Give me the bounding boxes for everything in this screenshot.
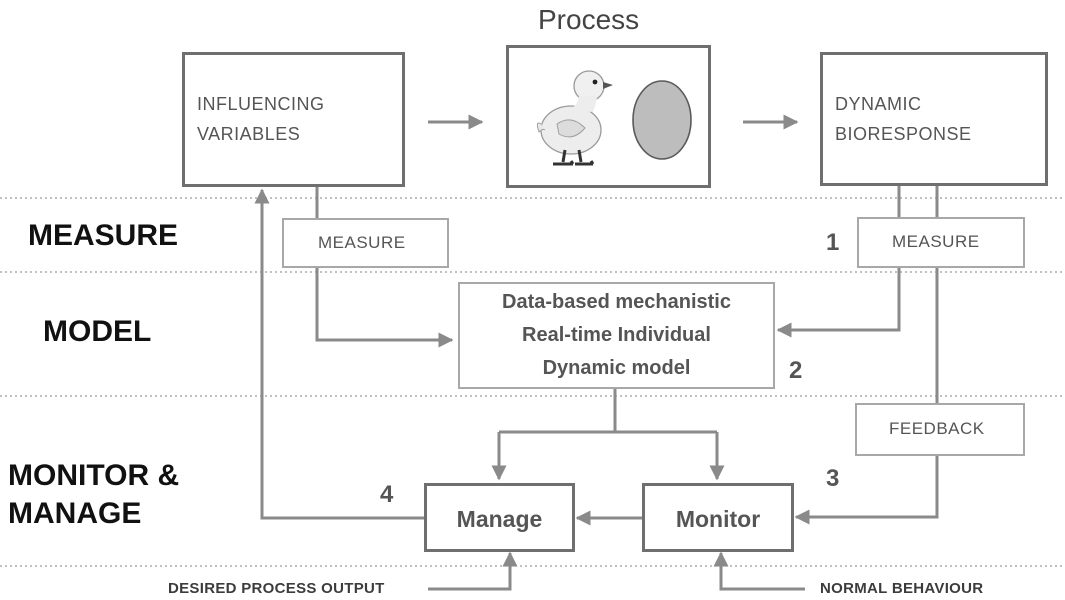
section-label-measure: MEASURE [28, 219, 179, 252]
monitor-label: Monitor [675, 506, 761, 532]
dynamic-bioresponse-box: DYNAMIC BIORESPONSE [820, 52, 1048, 186]
measure-left-label: MEASURE [318, 233, 406, 252]
chick-icon [536, 70, 613, 166]
arrow-feedback-to-monitor [794, 456, 939, 525]
model-label-line1: Data-based mechanistic [502, 291, 731, 313]
normal-behaviour-label: NORMAL BEHAVIOUR [820, 580, 984, 597]
section-label-manage-line: MANAGE [8, 497, 142, 530]
step-number-2: 2 [789, 357, 803, 384]
section-label-monitor-line: MONITOR & [8, 459, 180, 492]
process-box [506, 45, 711, 188]
measure-right-label: MEASURE [892, 232, 980, 251]
step-number-1: 1 [826, 229, 840, 256]
arrow-measure-to-model [776, 268, 901, 338]
feedback-label: FEEDBACK [889, 419, 985, 438]
step-number-4: 4 [380, 481, 394, 508]
arrow-normal-to-monitor [713, 551, 805, 591]
diagram-title: Process [538, 4, 640, 35]
dynamic-label-line2: BIORESPONSE [835, 124, 972, 144]
step-number-3: 3 [826, 465, 840, 492]
influencing-label-line1: INFLUENCING [197, 94, 325, 114]
desired-process-output-label: DESIRED PROCESS OUTPUT [168, 580, 385, 597]
measure-box-right: MEASURE [857, 217, 1025, 268]
section-label-model: MODEL [43, 315, 152, 348]
manage-box: Manage [424, 483, 575, 552]
model-label-line2: Real-time Individual [522, 324, 711, 346]
monitor-box: Monitor [642, 483, 794, 552]
section-label-monitor-manage: MONITOR & MANAGE [8, 458, 179, 532]
arrow-measure-to-model [315, 267, 454, 348]
feedback-box: FEEDBACK [855, 403, 1025, 456]
influencing-variables-box: INFLUENCING VARIABLES [182, 52, 405, 187]
influencing-label-line2: VARIABLES [197, 124, 301, 144]
dynamic-label-line1: DYNAMIC [835, 94, 922, 114]
manage-label: Manage [456, 506, 543, 532]
model-box: Data-based mechanistic Real-time Individ… [458, 282, 775, 389]
arrow-manage-to-influencing [254, 188, 424, 520]
measure-box-left: MEASURE [282, 218, 449, 268]
model-label-line3: Dynamic model [542, 357, 691, 379]
egg-icon [632, 80, 692, 160]
arrow-desired-to-manage [428, 551, 518, 591]
